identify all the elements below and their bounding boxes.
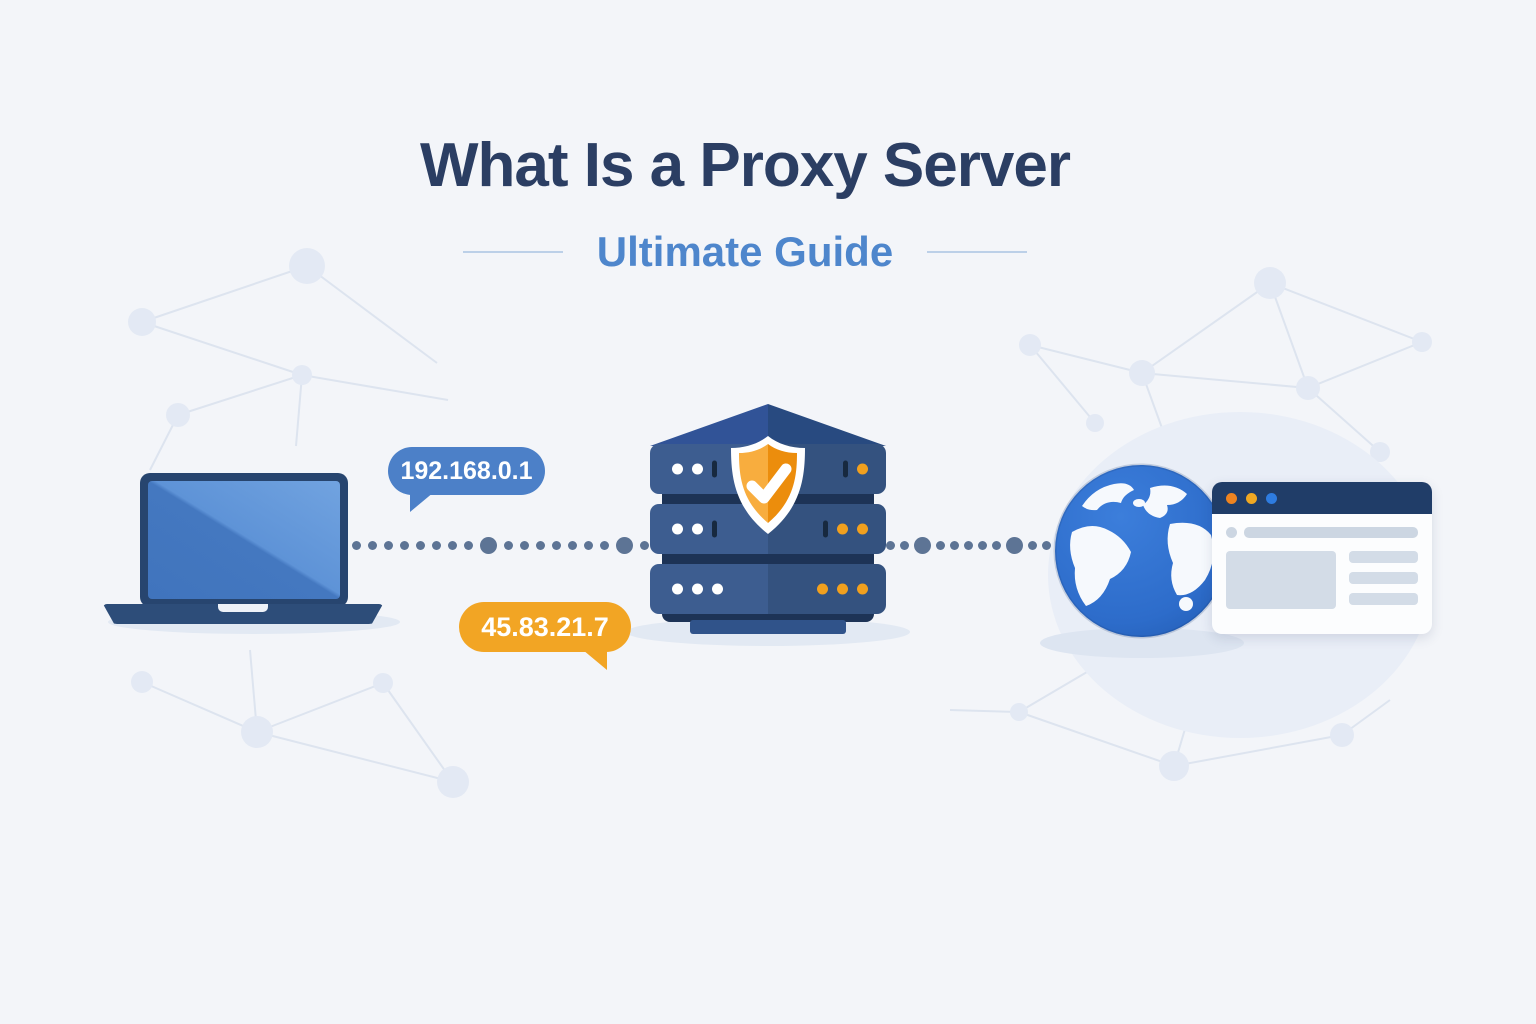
connection-dot <box>480 536 497 554</box>
sidebar-placeholders <box>1349 551 1418 609</box>
connection-dot <box>504 540 513 550</box>
connection-dot <box>568 540 577 550</box>
connection-dot <box>900 540 909 550</box>
connection-laptop-server <box>352 535 649 555</box>
connection-server-web <box>886 535 1051 555</box>
public-ip-bubble: 45.83.21.7 <box>459 602 631 670</box>
server-light-white <box>672 463 683 475</box>
server-light-orange <box>817 583 828 595</box>
server-light-white <box>692 463 703 475</box>
server-light-white <box>672 523 683 535</box>
server-pedestal <box>690 620 846 634</box>
globe-icon <box>1053 463 1229 639</box>
connection-dot <box>448 540 457 550</box>
server-light-orange <box>837 523 848 535</box>
security-shield-icon <box>731 436 805 534</box>
page-title: What Is a Proxy Server <box>420 131 1071 200</box>
public-ip-label: 45.83.21.7 <box>481 611 609 642</box>
server-slot <box>712 460 717 478</box>
subtitle-left-line <box>462 251 563 253</box>
connection-dot <box>1042 540 1051 550</box>
connection-dot <box>464 540 473 550</box>
client-bubble-tail <box>410 492 434 512</box>
server-lights-left <box>672 460 717 478</box>
browser-titlebar <box>1212 482 1432 514</box>
window-control-dot <box>1226 492 1237 504</box>
page-subtitle: Ultimate Guide <box>596 228 894 275</box>
laptop-base <box>103 604 383 624</box>
page-content-placeholder <box>1226 551 1336 609</box>
connection-dot <box>950 540 959 550</box>
server-slot <box>823 520 828 538</box>
server-unit <box>650 564 886 614</box>
text-line-placeholder <box>1349 551 1418 563</box>
connection-dot <box>384 540 393 550</box>
connection-dot <box>886 540 895 550</box>
server-light-orange <box>857 463 868 475</box>
connection-dot <box>520 540 529 550</box>
client-laptop-icon <box>140 473 348 607</box>
server-slot <box>843 460 848 478</box>
server-lights-right <box>817 583 868 595</box>
connection-dot <box>978 540 987 550</box>
server-light-orange <box>857 523 868 535</box>
connection-dot <box>936 540 945 550</box>
connection-dot <box>1006 536 1023 554</box>
text-line-placeholder <box>1349 593 1418 605</box>
server-lights-left <box>672 583 723 595</box>
server-light-white <box>692 523 703 535</box>
connection-dot <box>536 540 545 550</box>
connection-dot <box>400 540 409 550</box>
window-control-dot <box>1266 492 1277 504</box>
connection-dot <box>1028 540 1037 550</box>
public-bubble-tail <box>583 650 607 670</box>
client-ip-label: 192.168.0.1 <box>400 456 533 485</box>
laptop-notch <box>218 604 268 612</box>
server-lights-right <box>843 460 868 478</box>
server-light-orange <box>837 583 848 595</box>
laptop-screen <box>148 481 340 599</box>
connection-dot <box>352 540 361 550</box>
connection-dot <box>368 540 377 550</box>
server-light-white <box>712 583 723 595</box>
client-ip-bubble: 192.168.0.1 <box>388 447 545 512</box>
proxy-server-icon <box>650 400 886 636</box>
subtitle-right-line <box>927 251 1028 253</box>
server-slot <box>712 520 717 538</box>
window-control-dot <box>1246 492 1257 504</box>
server-lights-right <box>823 520 868 538</box>
connection-dot <box>992 540 1001 550</box>
text-line-placeholder <box>1349 572 1418 584</box>
server-light-orange <box>857 583 868 595</box>
server-roof <box>650 404 886 446</box>
browser-content <box>1212 514 1432 609</box>
favicon-placeholder <box>1226 527 1237 538</box>
server-light-white <box>672 583 683 595</box>
connection-dot <box>432 540 441 550</box>
connection-dot <box>914 536 931 554</box>
connection-dot <box>552 540 561 550</box>
subtitle-row: Ultimate Guide <box>0 228 1490 276</box>
server-lights-left <box>672 520 717 538</box>
connection-dot <box>616 536 633 554</box>
server-light-white <box>692 583 703 595</box>
connection-dot <box>584 540 593 550</box>
connection-dot <box>416 540 425 550</box>
browser-window-icon <box>1212 482 1432 634</box>
connection-dot <box>600 540 609 550</box>
connection-dot <box>964 540 973 550</box>
browser-url-row <box>1226 527 1418 538</box>
url-bar-placeholder <box>1244 527 1418 538</box>
connection-dot <box>640 540 649 550</box>
